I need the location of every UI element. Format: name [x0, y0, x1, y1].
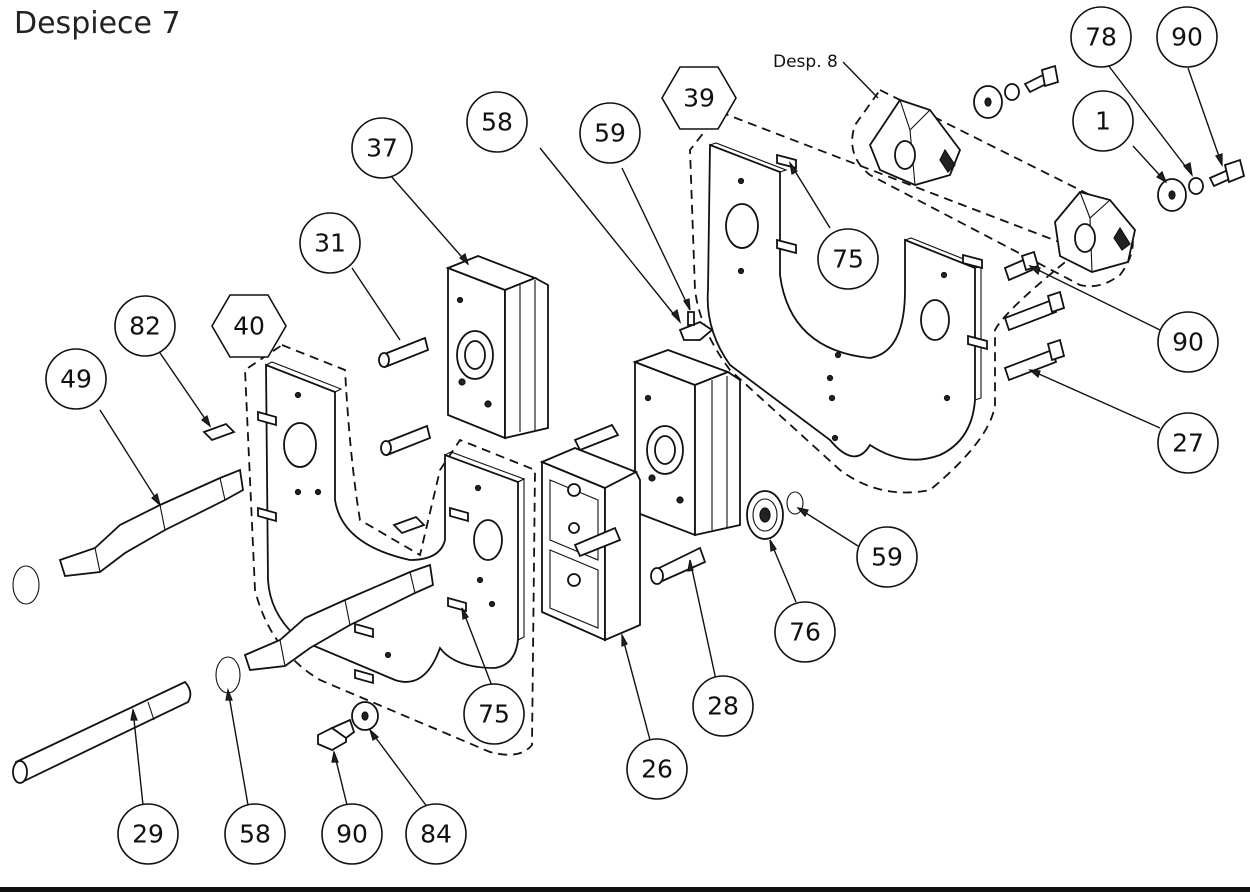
balloon-58-bottom: 58: [224, 803, 286, 865]
screw-75-lower: [257, 410, 469, 685]
reference-desp8: Desp. 8: [773, 52, 838, 72]
balloon-27: 27: [1157, 412, 1219, 474]
bearing-block-37: [445, 255, 549, 440]
svg-text:90: 90: [1171, 23, 1203, 52]
group-outline-40: [244, 343, 536, 756]
balloon-75-lower: 75: [463, 683, 525, 745]
lock-washer-78: [1188, 177, 1204, 195]
svg-text:28: 28: [707, 692, 739, 721]
balloon-28: 28: [692, 675, 754, 737]
svg-text:58: 58: [239, 820, 271, 849]
svg-text:59: 59: [594, 119, 626, 148]
svg-text:78: 78: [1085, 23, 1117, 52]
balloon-90-bottom: 90: [321, 803, 383, 865]
pin-59-upper: [687, 311, 695, 326]
washer-bolt-upper: [973, 64, 1060, 119]
balloon-58-top: 58: [466, 91, 528, 153]
leader-lines: [99, 61, 1223, 809]
balloon-90-right: 90: [1157, 311, 1219, 373]
svg-text:59: 59: [871, 543, 903, 572]
balloon-40: 40: [211, 294, 287, 358]
svg-text:84: 84: [420, 820, 452, 849]
cam-upper: [868, 98, 962, 186]
balloon-75-upper: 75: [817, 228, 879, 290]
group-outline-39: [689, 110, 1082, 494]
shaft-49-upper: [12, 468, 244, 605]
svg-text:76: 76: [789, 618, 821, 647]
svg-text:37: 37: [366, 134, 398, 163]
balloon-76: 76: [774, 601, 836, 663]
key-82: [202, 422, 426, 535]
shaft-29: [12, 680, 192, 784]
washer-1: [1157, 178, 1187, 212]
balloon-1: 1: [1072, 90, 1134, 152]
svg-text:90: 90: [336, 820, 368, 849]
pin-28: [650, 546, 707, 585]
balloon-82: 82: [114, 295, 176, 357]
circlip-59-right: [786, 491, 804, 515]
balloon-37: 37: [351, 117, 413, 179]
svg-text:39: 39: [683, 84, 715, 113]
bearing-76: [746, 490, 784, 540]
circlip-58: [215, 656, 241, 694]
spacer-31: [378, 336, 432, 457]
side-plate-upper: [706, 142, 983, 461]
cam-lower: [1054, 190, 1136, 273]
svg-text:26: 26: [641, 755, 673, 784]
bearing-block-center: [632, 349, 741, 537]
svg-text:75: 75: [478, 700, 510, 729]
svg-text:29: 29: [132, 820, 164, 849]
balloon-90-top: 90: [1156, 6, 1218, 68]
balloon-84: 84: [405, 803, 467, 865]
washer-84: [351, 701, 379, 731]
svg-text:1: 1: [1095, 107, 1111, 136]
balloon-78: 78: [1070, 6, 1132, 68]
bolts-right-side: [1003, 250, 1066, 382]
balloon-59-right: 59: [856, 526, 918, 588]
svg-text:90: 90: [1172, 328, 1204, 357]
svg-text:31: 31: [314, 229, 346, 258]
shaft-49-lower: [243, 563, 434, 671]
balloon-26: 26: [626, 738, 688, 800]
svg-text:27: 27: [1172, 429, 1204, 458]
key-58-upper: [678, 320, 714, 341]
balloon-39: 39: [661, 66, 737, 130]
balloon-29: 29: [117, 803, 179, 865]
arrow-heads: [130, 153, 1223, 763]
balloon-59-top: 59: [579, 102, 641, 164]
balloon-31: 31: [299, 212, 361, 274]
bottom-border-rule: [0, 887, 1250, 892]
mounting-block-26: [539, 423, 641, 642]
svg-text:58: 58: [481, 108, 513, 137]
bolt-90-lower: [317, 718, 356, 752]
svg-text:82: 82: [129, 312, 161, 341]
svg-text:49: 49: [60, 365, 92, 394]
svg-text:40: 40: [233, 312, 265, 341]
bolt-90-upper: [1208, 158, 1246, 188]
svg-text:75: 75: [832, 245, 864, 274]
drawing-title: Despiece 7: [14, 6, 181, 41]
balloon-49: 49: [45, 348, 107, 410]
